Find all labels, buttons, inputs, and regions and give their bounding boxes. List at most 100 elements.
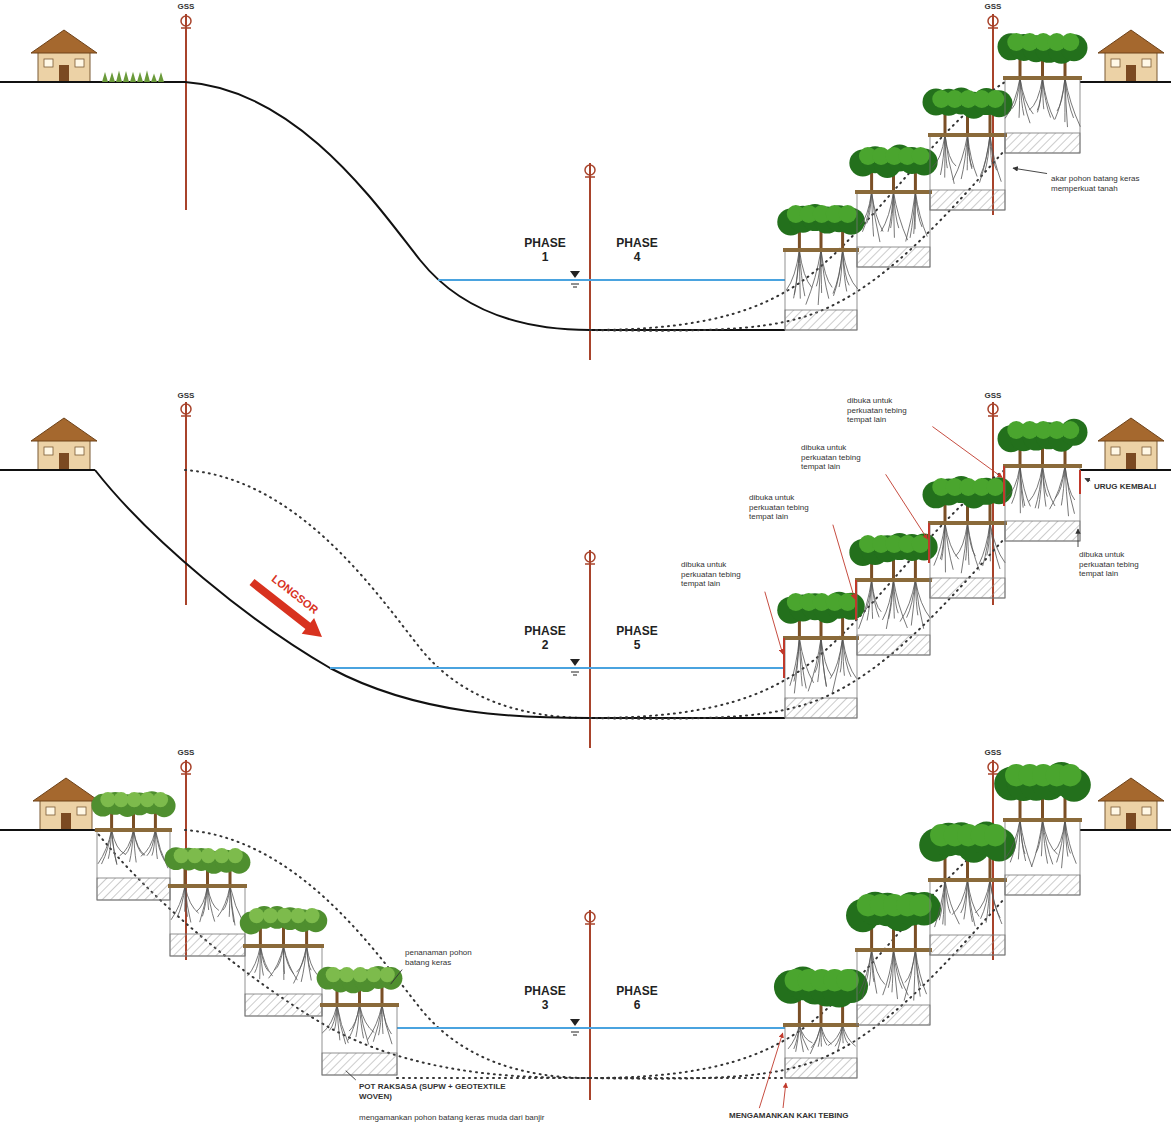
tree-trunk bbox=[989, 113, 992, 136]
tree-root bbox=[98, 830, 112, 864]
tree-root bbox=[247, 946, 260, 976]
tree-root bbox=[886, 580, 893, 629]
tree-crown bbox=[986, 478, 1004, 496]
tree-root bbox=[1035, 466, 1042, 508]
tree-crown bbox=[911, 533, 938, 560]
centerline-symbol bbox=[988, 16, 998, 26]
tree-root bbox=[1010, 820, 1020, 862]
former-bank bbox=[590, 538, 1005, 719]
tree-root bbox=[108, 830, 111, 859]
house-door bbox=[1126, 813, 1136, 830]
tree-root bbox=[940, 135, 945, 175]
leader-line bbox=[759, 1033, 782, 1108]
centerline-symbol bbox=[585, 563, 595, 565]
tree-crown bbox=[909, 894, 931, 916]
tree-root bbox=[980, 135, 990, 176]
opened-face bbox=[783, 638, 785, 678]
tree-root bbox=[1043, 78, 1055, 120]
tree-crown bbox=[304, 908, 319, 923]
tree-root bbox=[979, 135, 990, 183]
backfill-face bbox=[1079, 470, 1081, 494]
soil-hatch bbox=[1005, 521, 1080, 541]
tree-root bbox=[840, 638, 842, 672]
tree-root bbox=[1062, 820, 1065, 868]
tree-root bbox=[1043, 820, 1058, 854]
centerline-symbol bbox=[181, 773, 191, 775]
ground-line bbox=[0, 469, 95, 471]
tree-root bbox=[872, 580, 880, 617]
tree-crown bbox=[326, 967, 341, 982]
house-window bbox=[75, 447, 84, 455]
tree-crown bbox=[100, 792, 115, 807]
tree-root bbox=[260, 946, 272, 976]
tree-crown bbox=[986, 90, 1004, 108]
centerline-symbol bbox=[988, 762, 998, 772]
ground-line bbox=[0, 829, 97, 831]
tree-root bbox=[1065, 466, 1075, 514]
tree-root bbox=[833, 250, 843, 294]
tree-root bbox=[867, 580, 872, 620]
root-mat bbox=[928, 521, 1007, 525]
soil-hatch bbox=[322, 1053, 397, 1075]
tree-root bbox=[130, 830, 134, 862]
former-bank bbox=[590, 830, 1005, 1078]
callout-note: mengamankan pohon batang keras muda dari… bbox=[358, 1113, 545, 1123]
water-level bbox=[438, 279, 785, 281]
tree-root bbox=[821, 250, 832, 287]
soil-box bbox=[930, 135, 1005, 210]
river-bank bbox=[95, 470, 590, 718]
soil-box bbox=[1005, 78, 1080, 153]
tree-root bbox=[945, 523, 959, 559]
tree-root bbox=[905, 950, 915, 983]
root-mat bbox=[1003, 818, 1082, 822]
gss-label: GSS bbox=[985, 2, 1002, 12]
callout-note: penanaman pohon batang keras bbox=[404, 948, 494, 967]
water-level-symbol bbox=[570, 271, 580, 278]
tree-root bbox=[935, 880, 945, 927]
gss-label: GSS bbox=[178, 748, 195, 758]
centerline-symbol bbox=[585, 165, 595, 175]
tree-root bbox=[1041, 820, 1042, 856]
house-door bbox=[59, 65, 69, 82]
tree-root bbox=[368, 1005, 382, 1040]
tree-root bbox=[990, 880, 1002, 924]
house-door bbox=[1126, 453, 1136, 470]
house-roof bbox=[31, 30, 97, 53]
root-mat bbox=[320, 1003, 399, 1007]
gss-pole bbox=[185, 402, 187, 605]
giant-pot bbox=[170, 886, 245, 956]
former-bank bbox=[185, 470, 590, 718]
tree-root bbox=[230, 886, 235, 925]
house-window bbox=[1111, 447, 1120, 455]
house-window bbox=[77, 807, 86, 815]
tree-root bbox=[914, 192, 916, 234]
tree-root bbox=[833, 250, 842, 296]
tree-root bbox=[911, 580, 915, 626]
centerline-symbol bbox=[181, 404, 191, 414]
ground-line bbox=[1080, 829, 1171, 831]
tree-root bbox=[818, 638, 821, 682]
soil-hatch bbox=[785, 698, 857, 718]
gss-pole bbox=[185, 14, 187, 210]
tree-root bbox=[1012, 78, 1020, 109]
tree-root bbox=[811, 1025, 821, 1048]
tree-root bbox=[1005, 820, 1020, 859]
tree-root bbox=[373, 1005, 382, 1042]
tree-root bbox=[881, 192, 894, 232]
tree-root bbox=[382, 1005, 392, 1034]
root-mat bbox=[168, 884, 247, 888]
ground-line bbox=[1080, 81, 1171, 83]
tree-root bbox=[808, 638, 821, 691]
tree-crown bbox=[249, 908, 264, 923]
grass bbox=[151, 74, 157, 82]
tree-root bbox=[986, 880, 990, 923]
tree-root bbox=[307, 946, 318, 975]
root-mat bbox=[783, 636, 859, 640]
tree-root bbox=[101, 830, 111, 864]
house-door bbox=[1126, 65, 1136, 82]
tree-root bbox=[968, 523, 980, 570]
tree-crown bbox=[1061, 33, 1079, 51]
soil-box bbox=[785, 250, 857, 330]
tree-root bbox=[872, 192, 883, 232]
tree-root bbox=[910, 192, 915, 238]
